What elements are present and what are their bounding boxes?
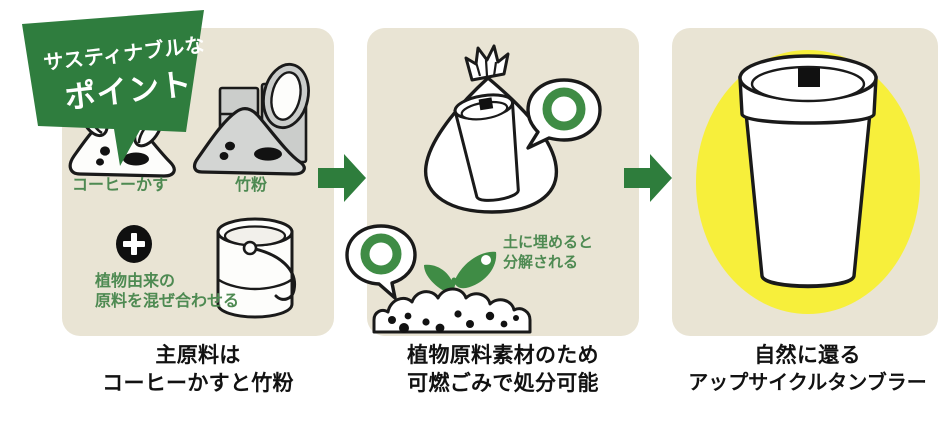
arrow-right-icon-2 [622,152,674,209]
plant-origin-mix-line1: 植物由来の [95,273,176,290]
caption-panel-2-line2: 可燃ごみで処分可能 [407,371,599,395]
arrow-right-icon-1 [316,152,368,209]
caption-panel-3: 自然に還る アップサイクルタンブラー [655,342,940,396]
bamboo-powder-icon [186,62,334,180]
lid-sip-hole [798,68,820,87]
plant-origin-mix-line2: 原料を混ぜ合わせる [95,292,240,310]
upcycle-tumbler-icon [692,40,924,325]
mixing-bucket-icon [196,214,316,322]
plant-origin-mix-label: 植物由来の 原料を混ぜ合わせる [95,272,239,311]
decompose-note-label: 土に埋めると 分解される [503,233,593,272]
caption-panel-2-line1: 植物原料素材のため [407,344,599,367]
circle-ok-icon-bubble-bottom [343,222,421,300]
caption-panel-1-line1: 主原料は [155,344,241,367]
sprout-in-soil-icon [370,232,570,336]
caption-panel-3-line2: アップサイクルタンブラー [688,371,927,394]
decompose-note-line1: 土に埋めると [503,234,594,251]
coffee-grounds-label: コーヒーかす [72,177,169,194]
trash-bag-icon [392,40,592,220]
decompose-note-line2: 分解される [503,253,579,271]
circle-ok-icon-bubble-top [522,76,604,152]
sustainable-point-banner: サスティナブルな ポイント [8,8,236,173]
caption-panel-1-line2: コーヒーかすと竹粉 [102,371,294,395]
caption-panel-1: 主原料は コーヒーかすと竹粉 [48,342,348,397]
caption-panel-3-line1: 自然に還る [754,344,861,367]
plus-icon [116,225,152,263]
caption-panel-2: 植物原料素材のため 可燃ごみで処分可能 [353,342,653,397]
bamboo-powder-label: 竹粉 [235,177,268,194]
